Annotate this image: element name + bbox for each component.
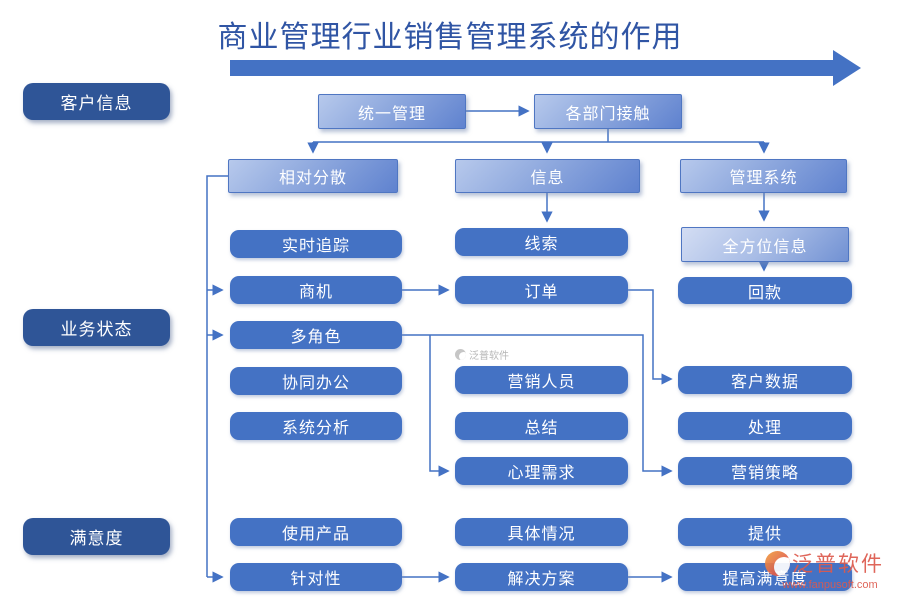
node-opportunity: 商机 [230, 276, 402, 304]
node-provide: 提供 [678, 518, 852, 546]
node-payment-collection: 回款 [678, 277, 852, 304]
node-system-analysis: 系统分析 [230, 412, 402, 440]
node-multi-role: 多角色 [230, 321, 402, 349]
node-info: 信息 [455, 159, 640, 193]
node-specific-situation: 具体情况 [455, 518, 628, 546]
watermark-large-brand: 泛普软件 [792, 553, 884, 576]
node-customer-data: 客户数据 [678, 366, 852, 394]
node-solution: 解决方案 [455, 563, 628, 591]
connector-left-spine [206, 175, 228, 577]
banner-arrow [230, 50, 861, 86]
node-order: 订单 [455, 276, 628, 304]
node-leads: 线索 [455, 228, 628, 256]
fanpu-logo-icon [765, 550, 790, 576]
watermark-large: 泛普软件 www.fanpusoft.com [765, 548, 895, 591]
node-collab-office: 协同办公 [230, 367, 402, 395]
watermark-small-brand: 泛普软件 [469, 351, 509, 362]
node-summary: 总结 [455, 412, 628, 440]
node-use-product: 使用产品 [230, 518, 402, 546]
fanpu-logo-icon [455, 349, 466, 360]
lane-satisfaction: 满意度 [23, 518, 170, 555]
node-dept-contact: 各部门接触 [534, 94, 682, 129]
lane-business-status: 业务状态 [23, 309, 170, 346]
lane-customer-info: 客户信息 [23, 83, 170, 120]
watermark-url: www.fanpusoft.com [782, 579, 878, 591]
node-targeted: 针对性 [230, 563, 402, 591]
node-realtime-tracking: 实时追踪 [230, 230, 402, 258]
watermark-small: 泛普软件 [455, 347, 509, 362]
node-unified-mgmt: 统一管理 [318, 94, 466, 129]
node-marketing-strategy: 营销策略 [678, 457, 852, 485]
connector-order-to-customer-data [628, 289, 673, 385]
node-dispersed: 相对分散 [228, 159, 398, 193]
page-title: 商业管理行业销售管理系统的作用 [217, 21, 683, 54]
node-mgmt-system: 管理系统 [680, 159, 847, 193]
connector-multirole-to-psych [429, 335, 450, 477]
node-all-round-info: 全方位信息 [681, 227, 849, 262]
node-marketing-staff: 营销人员 [455, 366, 628, 394]
connector-multirole-to-strategy [402, 334, 673, 477]
node-processing: 处理 [678, 412, 852, 440]
node-psych-needs: 心理需求 [455, 457, 628, 485]
